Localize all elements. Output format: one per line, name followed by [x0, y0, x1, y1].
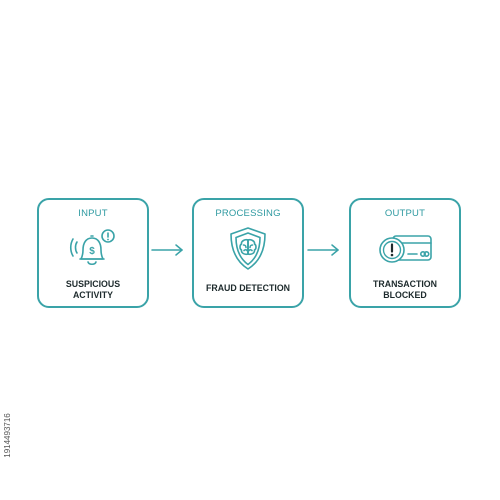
blocked-credit-card-icon [351, 226, 459, 272]
input-step-heading: INPUT [78, 208, 108, 219]
processing-step-heading: PROCESSING [215, 208, 281, 219]
output-step-label-line-1: TRANSACTION [372, 279, 438, 289]
arrow-right-icon [307, 244, 339, 256]
shield-brain-icon [194, 226, 302, 272]
alarm-bell-dollar-icon: $ [39, 226, 147, 272]
stock-image-id: 1914493716 [2, 380, 12, 490]
output-step-card: OUTPUT TRANSACTION BLOCKED [349, 198, 461, 308]
arrow-right-icon [151, 244, 183, 256]
stock-image-id-text: 1914493716 [2, 412, 12, 458]
svg-text:$: $ [89, 246, 95, 257]
input-step-card: INPUT $ S [37, 198, 149, 308]
input-step-label: SUSPICIOUS ACTIVITY [43, 279, 143, 301]
output-step-heading: OUTPUT [384, 208, 426, 219]
processing-step-card: PROCESSING FRAUD DETECTION [192, 198, 304, 308]
output-step-label: TRANSACTION BLOCKED [355, 279, 455, 301]
input-step-label-line-2: ACTIVITY [72, 290, 114, 300]
processing-step-label: FRAUD DETECTION [205, 283, 291, 293]
output-step-label-line-2: BLOCKED [383, 290, 427, 300]
input-step-label-line-1: SUSPICIOUS [65, 279, 121, 289]
